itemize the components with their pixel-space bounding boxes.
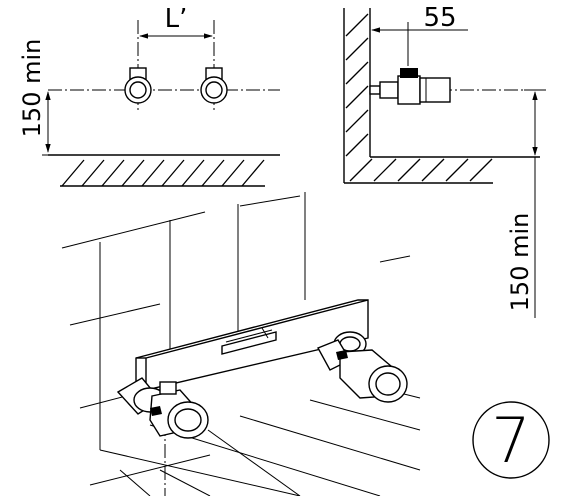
step-circle [472,401,550,479]
valve-left-perspective [116,377,209,439]
front-view: L’ 150 min [18,4,280,187]
spacing-label: L’ [165,4,188,34]
perspective-view [61,192,421,497]
side-valve [369,68,451,105]
valve-right-perspective [317,331,408,403]
front-valve-left [124,67,152,104]
front-valve-right [200,67,228,104]
spirit-level [221,331,277,355]
side-wall-hatch [345,13,493,182]
offset-label: 55 [423,3,456,33]
step-badge: 7 [472,401,550,479]
front-height-label: 150 min [18,39,46,138]
side-view: 55 150 min [343,3,546,318]
front-floor-hatch [60,159,265,187]
step-number: 7 [491,404,530,477]
side-height-label: 150 min [506,213,534,312]
